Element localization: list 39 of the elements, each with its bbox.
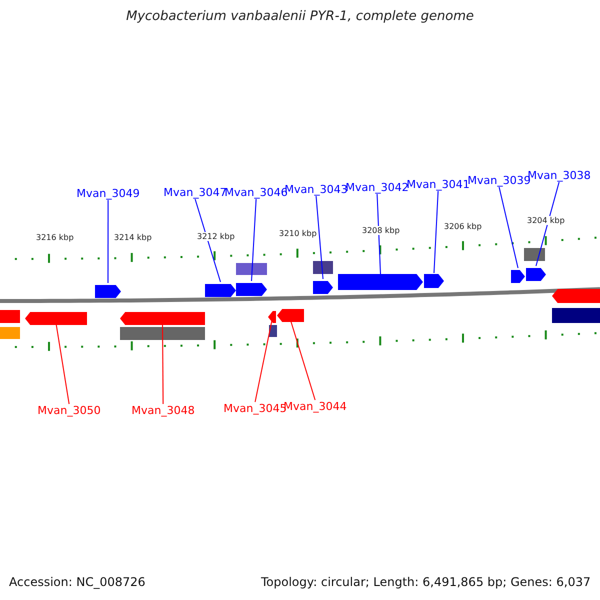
scale-label: 3204 kbp xyxy=(526,216,566,225)
leader-line xyxy=(162,322,164,404)
gene-label: Mvan_3043 xyxy=(284,183,348,196)
scale-label: 3210 kbp xyxy=(278,229,318,238)
scale-label: 3212 kbp xyxy=(196,232,236,241)
scale-label: 3214 kbp xyxy=(113,233,153,242)
scale-label: 3216 kbp xyxy=(35,233,75,242)
gene-label: Mvan_3050 xyxy=(38,404,101,417)
gene-feature xyxy=(526,266,546,279)
title: Mycobacterium vanbaalenii PYR-1, complete genome xyxy=(125,9,475,24)
genome-summary: Topology: circular; Length: 6,491,865 bp; Genes: 6,037 xyxy=(261,575,591,589)
gene-feature xyxy=(313,279,333,292)
gene-feature xyxy=(205,282,236,295)
leader-line xyxy=(108,200,109,284)
leader-line xyxy=(536,182,560,266)
gene-label: Mvan_3048 xyxy=(132,404,195,417)
leader-line xyxy=(434,190,439,274)
gene-feature xyxy=(511,268,525,281)
leader-line xyxy=(290,320,316,400)
scale-label: 3208 kbp xyxy=(361,226,401,235)
gene-feature xyxy=(120,310,205,323)
gene-label: Mvan_3044 xyxy=(284,400,347,413)
gene-feature xyxy=(25,310,87,323)
leader-line xyxy=(251,198,257,282)
gene-feature xyxy=(236,281,267,294)
gene-label: Mvan_3049 xyxy=(76,187,140,200)
leader-line xyxy=(56,322,70,404)
gene-feature xyxy=(424,273,444,287)
leader-line xyxy=(254,320,272,402)
leader-line xyxy=(194,198,221,282)
leader-line xyxy=(376,194,381,274)
gene-label: Mvan_3041 xyxy=(406,178,470,191)
gene-feature xyxy=(95,283,121,296)
leader-line xyxy=(316,196,324,280)
scale-label: 3206 kbp xyxy=(443,222,483,231)
leader-line xyxy=(498,186,518,268)
gene-label: Mvan_3042 xyxy=(346,181,409,194)
accession-text: Accession: NC_008726 xyxy=(9,575,146,589)
gene-label: Mvan_3047 xyxy=(164,186,227,199)
